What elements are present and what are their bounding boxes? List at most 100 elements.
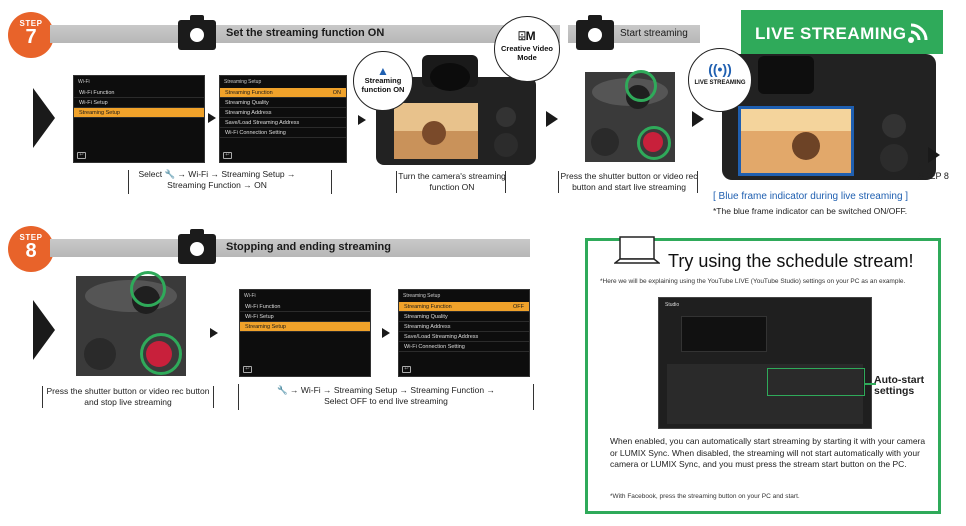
blue-frame-note: *The blue frame indicator can be switche… — [713, 206, 908, 216]
camera-live-image — [722, 54, 936, 180]
wrench-icon: 🔧 — [277, 385, 288, 395]
caption-bracket — [238, 384, 534, 410]
menu-row[interactable]: Save/Load Streaming Address — [399, 332, 529, 342]
menu-row[interactable]: Save/Load Streaming Address — [220, 118, 346, 128]
caption-bracket — [558, 171, 698, 193]
step8-badge-number: 8 — [25, 240, 37, 262]
menu-row-selected[interactable]: Streaming Function OFF — [399, 302, 529, 312]
menu-row-selected[interactable]: Streaming Function ON — [220, 88, 346, 98]
live-streaming-banner: LIVE STREAMING — [741, 10, 943, 54]
schedule-body: When enabled, you can automatically star… — [610, 436, 926, 469]
schedule-title: Try using the schedule stream! — [668, 251, 914, 271]
live-streaming-callout: ((•)) LIVE STREAMING — [688, 48, 752, 112]
step7-select-caption: Select 🔧 → Wi-Fi → Streaming Setup → Str… — [92, 169, 342, 191]
arrow-icon — [358, 115, 366, 125]
creative-video-label: Creative Video Mode — [501, 44, 553, 62]
back-icon[interactable]: ↩ — [77, 152, 86, 159]
menu-row[interactable]: Wi-Fi Setup — [74, 98, 204, 108]
caption-off: Select OFF to end live streaming — [324, 396, 448, 406]
menu-row-label: Streaming Function — [225, 90, 273, 96]
arrow-icon — [382, 328, 390, 338]
youtube-studio-screenshot: Studio — [658, 297, 872, 429]
menu-row[interactable]: Streaming Address — [220, 108, 346, 118]
broadcast-icon — [908, 23, 928, 43]
step7-badge-label: STEP — [19, 19, 43, 28]
back-icon[interactable]: ↩ — [402, 366, 411, 373]
auto-start-pointer — [864, 383, 876, 385]
caption-select: Select — [138, 169, 163, 179]
menu-row[interactable]: Wi-Fi Function — [74, 88, 204, 98]
caption-bracket — [396, 171, 506, 193]
broadcast-icon: ((•)) — [708, 61, 732, 77]
rec-highlight-ring — [637, 126, 671, 160]
caption-path: → Wi-Fi → Streaming Setup → Streaming Fu… — [289, 385, 495, 395]
turn-on-caption: Turn the camera's streaming function ON — [398, 171, 506, 192]
menu-row[interactable]: Wi-Fi Function — [240, 302, 370, 312]
next-step-arrow — [928, 147, 940, 163]
step8-title: Stopping and ending streaming — [226, 241, 391, 253]
menu-row-value: OFF — [513, 304, 524, 310]
start-streaming-caption: Press the shutter button or video rec bu… — [560, 171, 698, 192]
menu-row[interactable]: Streaming Address — [399, 322, 529, 332]
studio-preview — [681, 316, 767, 352]
menu-header: Wi-Fi — [78, 79, 90, 85]
live-streaming-label: LIVE STREAMING — [694, 80, 746, 86]
arrow-icon — [546, 111, 558, 127]
rec-highlight-ring — [140, 333, 182, 375]
menu-row-selected[interactable]: Streaming Setup — [240, 322, 370, 332]
caption-path2: Streaming Function → ON — [167, 180, 267, 190]
step8-wifi-menu: Wi-Fi Wi-Fi Function Wi-Fi Setup Streami… — [239, 289, 371, 377]
live-streaming-banner-text: LIVE STREAMING — [755, 24, 907, 43]
auto-start-highlight — [767, 368, 865, 396]
camera-icon — [178, 229, 216, 264]
laptop-icon — [614, 236, 660, 264]
menu-header: Streaming Setup — [403, 293, 441, 299]
arrow-icon — [210, 328, 218, 338]
step7-wifi-menu: Wi-Fi Wi-Fi Function Wi-Fi Setup Streami… — [73, 75, 205, 163]
step8-badge: STEP 8 — [8, 226, 54, 272]
arrow-icon — [692, 111, 704, 127]
step7-streaming-setup-menu: Streaming Setup Streaming Function ON Str… — [219, 75, 347, 163]
blue-frame-caption: [ Blue frame indicator during live strea… — [713, 191, 909, 202]
wrench-icon: 🔧 — [164, 169, 176, 179]
streaming-on-callout: ▲ Streaming function ON — [353, 51, 413, 111]
studio-settings-panel — [667, 364, 863, 424]
streaming-on-label: Streaming function ON — [361, 76, 405, 94]
arrow-icon — [208, 113, 216, 123]
auto-start-label: Auto-start settings — [874, 374, 925, 397]
caption-bracket — [128, 170, 332, 194]
menu-row-label: Streaming Function — [404, 304, 452, 310]
step7-title: Set the streaming function ON — [226, 27, 385, 39]
menu-row[interactable]: Wi-Fi Setup — [240, 312, 370, 322]
step8-streaming-setup-menu: Streaming Setup Streaming Function OFF St… — [398, 289, 530, 377]
camera-icon — [576, 15, 614, 50]
menu-row[interactable]: Wi-Fi Connection Setting — [399, 342, 529, 352]
step7-badge: STEP 7 — [8, 12, 54, 58]
start-streaming-title: Start streaming — [620, 28, 688, 39]
menu-row[interactable]: Wi-Fi Connection Setting — [220, 128, 346, 138]
back-icon[interactable]: ↩ — [243, 366, 252, 373]
stop-streaming-caption: Press the shutter button or video rec bu… — [46, 386, 210, 407]
step7-flow-arrow — [33, 88, 55, 148]
step8-flow-arrow — [33, 300, 55, 360]
step8-badge-label: STEP — [19, 233, 43, 242]
caption-path1: → Wi-Fi → Streaming Setup → — [177, 169, 296, 179]
menu-header: Streaming Setup — [224, 79, 262, 85]
step8-title-bar — [50, 239, 530, 257]
schedule-stream-box: Try using the schedule stream! *Here we … — [585, 236, 941, 514]
camera-icon — [178, 15, 216, 50]
menu-row-value: ON — [332, 90, 341, 96]
video-mode-icon: ⌹M — [518, 29, 536, 43]
back-icon[interactable]: ↩ — [223, 152, 232, 159]
menu-row-selected[interactable]: Streaming Setup — [74, 108, 204, 118]
facebook-note: *With Facebook, press the streaming butt… — [610, 493, 800, 500]
schedule-note: *Here we will be explaining using the Yo… — [600, 278, 906, 285]
menu-header: Wi-Fi — [244, 293, 256, 299]
creative-video-callout: ⌹M Creative Video Mode — [494, 16, 560, 82]
shutter-highlight-ring — [130, 271, 166, 307]
step7-title-bar — [50, 25, 560, 43]
menu-row[interactable]: Streaming Quality — [220, 98, 346, 108]
camera-back-image — [376, 55, 536, 165]
menu-row[interactable]: Streaming Quality — [399, 312, 529, 322]
next-step-label: STEP 8 — [918, 171, 949, 181]
